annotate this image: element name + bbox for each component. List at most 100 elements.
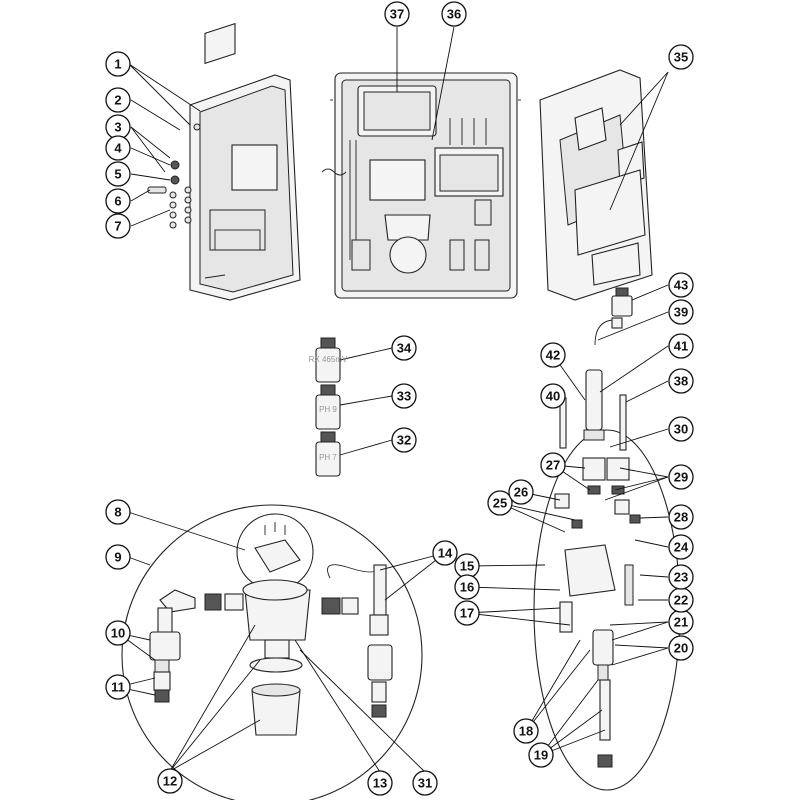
callout-circle <box>668 534 694 560</box>
callout-circle <box>412 770 438 796</box>
callout-circle <box>441 1 467 27</box>
callout-number: 1 <box>114 57 121 72</box>
small-bottle <box>611 287 633 317</box>
callout-number: 34 <box>397 341 412 356</box>
callout-number: 39 <box>674 305 688 320</box>
callout-circle <box>540 452 566 478</box>
callout-circle <box>668 272 694 298</box>
callout-circle <box>432 540 458 566</box>
callout-33: 33 <box>391 383 417 409</box>
callout-number: 29 <box>674 470 688 485</box>
callout-41: 41 <box>668 333 694 359</box>
callout-circle <box>105 135 131 161</box>
callout-number: 27 <box>546 458 560 473</box>
callout-25: 25 <box>487 490 513 516</box>
callout-number: 38 <box>674 374 688 389</box>
callout-number: 28 <box>674 510 688 525</box>
rx-bottle-label: RX 465mV <box>309 355 348 364</box>
callout-number: 35 <box>674 50 688 65</box>
callout-6: 6 <box>105 188 131 214</box>
ph7-bottle-label: PH 7 <box>319 453 337 462</box>
callout-11: 11 <box>105 674 131 700</box>
callout-26: 26 <box>508 479 534 505</box>
callout-38: 38 <box>668 368 694 394</box>
callout-circle <box>105 674 131 700</box>
callout-23: 23 <box>668 564 694 590</box>
callout-35: 35 <box>668 44 694 70</box>
callout-number: 10 <box>111 626 125 641</box>
callout-circle <box>528 742 554 768</box>
callout-28: 28 <box>668 504 694 530</box>
callout-29: 29 <box>668 464 694 490</box>
callout-number: 5 <box>114 167 121 182</box>
callout-circle <box>668 464 694 490</box>
callout-number: 33 <box>397 389 411 404</box>
callout-circle <box>487 490 513 516</box>
callout-5: 5 <box>105 161 131 187</box>
callout-30: 30 <box>668 416 694 442</box>
callout-number: 37 <box>390 7 404 22</box>
callout-number: 6 <box>114 194 121 209</box>
callout-number: 14 <box>438 546 453 561</box>
callout-number: 23 <box>674 570 688 585</box>
callout-circle <box>454 600 480 626</box>
callout-number: 4 <box>114 141 122 156</box>
callout-number: 32 <box>397 433 411 448</box>
callout-circle <box>454 574 480 600</box>
callout-circle <box>105 544 131 570</box>
callout-16: 16 <box>454 574 480 600</box>
callout-number: 7 <box>114 219 121 234</box>
callout-number: 16 <box>460 580 474 595</box>
callout-number: 21 <box>674 615 688 630</box>
callout-20: 20 <box>668 635 694 661</box>
callout-18: 18 <box>513 718 539 744</box>
callout-circle <box>367 770 393 796</box>
callout-circle <box>668 368 694 394</box>
callout-circle <box>668 564 694 590</box>
callout-number: 30 <box>674 422 688 437</box>
callout-circle <box>105 188 131 214</box>
callout-number: 42 <box>546 348 560 363</box>
callout-15: 15 <box>454 553 480 579</box>
callout-circle <box>391 383 417 409</box>
callout-circle <box>391 335 417 361</box>
callout-7: 7 <box>105 213 131 239</box>
callout-circle <box>508 479 534 505</box>
callout-circle <box>540 383 566 409</box>
callout-circle <box>105 499 131 525</box>
callout-number: 22 <box>674 593 688 608</box>
callout-number: 41 <box>674 339 688 354</box>
callout-13: 13 <box>367 770 393 796</box>
callout-1: 1 <box>105 51 131 77</box>
callout-circle <box>668 44 694 70</box>
callout-circle <box>668 416 694 442</box>
front-cover <box>539 69 653 301</box>
callout-circle <box>391 427 417 453</box>
callout-number: 18 <box>519 724 533 739</box>
callout-24: 24 <box>668 534 694 560</box>
callout-number: 8 <box>114 505 121 520</box>
callout-17: 17 <box>454 600 480 626</box>
callout-circle <box>668 635 694 661</box>
callout-2: 2 <box>105 87 131 113</box>
callout-number: 24 <box>674 540 689 555</box>
callout-circle <box>513 718 539 744</box>
callout-circle <box>668 299 694 325</box>
ph9-bottle-label: PH 9 <box>319 405 337 414</box>
callout-number: 26 <box>514 485 528 500</box>
housing-door-left <box>147 22 301 301</box>
callout-3: 3 <box>105 114 131 140</box>
callout-number: 9 <box>114 550 121 565</box>
callout-34: 34 <box>391 335 417 361</box>
callout-circle <box>105 161 131 187</box>
callout-number: 31 <box>418 776 432 791</box>
callout-21: 21 <box>668 609 694 635</box>
callout-circle <box>668 333 694 359</box>
callout-circle <box>105 51 131 77</box>
callout-number: 43 <box>674 278 688 293</box>
callout-22: 22 <box>668 587 694 613</box>
callout-14: 14 <box>432 540 458 566</box>
